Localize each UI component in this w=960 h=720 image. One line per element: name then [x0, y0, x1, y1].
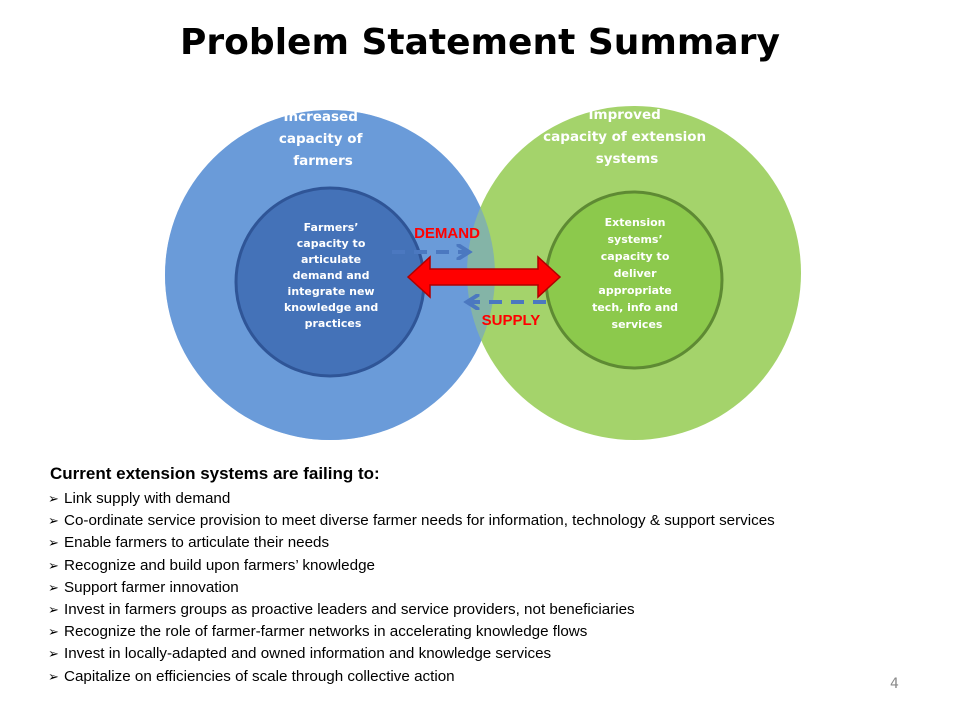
arrowhead-bullet-icon: ➢ [48, 624, 59, 640]
slide-title: Problem Statement Summary [180, 22, 780, 63]
arrowhead-bullet-icon: ➢ [48, 491, 59, 506]
failing-list-item-text: Recognize the role of farmer-farmer netw… [64, 623, 588, 641]
venn-diagram: Increased capacity of farmers Improved c… [165, 106, 801, 440]
failing-list-item: ➢ Invest in locally-adapted and owned inf… [48, 643, 948, 665]
arrowhead-bullet-icon: ➢ [48, 668, 59, 684]
failing-list-item-text: Capitalize on efficiencies of scale thro… [64, 667, 455, 685]
failing-list-item: ➢ Recognize and build upon farmers’ knowl… [48, 555, 948, 577]
arrowhead-bullet-icon: ➢ [48, 646, 59, 662]
arrowhead-bullet-icon: ➢ [48, 513, 59, 529]
demand-label: DEMAND [414, 225, 480, 242]
failing-list-item: ➢ Enable farmers to articulate their need… [48, 532, 948, 554]
failing-list-item-text: Recognize and build upon farmers’ knowle… [64, 556, 375, 574]
failing-list-section: Current extension systems are failing to… [48, 464, 948, 688]
left-inner-circle [234, 186, 426, 378]
failing-list-item: ➢ Link supply with demand [48, 488, 948, 510]
failing-list-item-text: Link supply with demand [64, 490, 231, 507]
failing-list-item-text: Enable farmers to articulate their needs [64, 534, 330, 552]
failing-list-item: ➢ Co-ordinate service provision to meet d… [48, 510, 948, 532]
failing-list-item: ➢ Invest in farmers groups as proactive l… [48, 599, 948, 621]
failing-list-item-text: Invest in farmers groups as proactive le… [64, 601, 635, 619]
right-inner-label: Extension systems’ capacity to deliver a… [592, 216, 682, 331]
failing-heading: Current extension systems are failing to… [50, 464, 380, 483]
failing-list-item: ➢ Recognize the role of farmer-farmer net… [48, 621, 948, 643]
failing-list-item-text: Support farmer innovation [64, 578, 239, 596]
right-circle-label: Improved capacity of extension systems [543, 107, 711, 167]
failing-list-item: ➢ Capitalize on efficiencies of scale thr… [48, 666, 948, 688]
arrowhead-bullet-icon: ➢ [48, 602, 59, 618]
double-arrow-icon [406, 255, 562, 299]
failing-list: ➢ Link supply with demand ➢ Co-ordinate ser… [48, 488, 948, 688]
arrowhead-bullet-icon: ➢ [48, 557, 59, 573]
failing-list-item: ➢ Support farmer innovation [48, 577, 948, 599]
page-number: 4 [890, 676, 899, 692]
arrowhead-bullet-icon: ➢ [48, 535, 59, 551]
left-inner-label: Farmers’ capacity to articulate demand a… [284, 221, 382, 330]
failing-list-item-text: Invest in locally-adapted and owned info… [64, 645, 552, 663]
failing-list-item-text: Co-ordinate service provision to meet di… [64, 512, 775, 530]
supply-label: SUPPLY [482, 312, 541, 329]
arrowhead-bullet-icon: ➢ [48, 579, 59, 595]
left-circle-label: Increased capacity of farmers [279, 109, 367, 169]
